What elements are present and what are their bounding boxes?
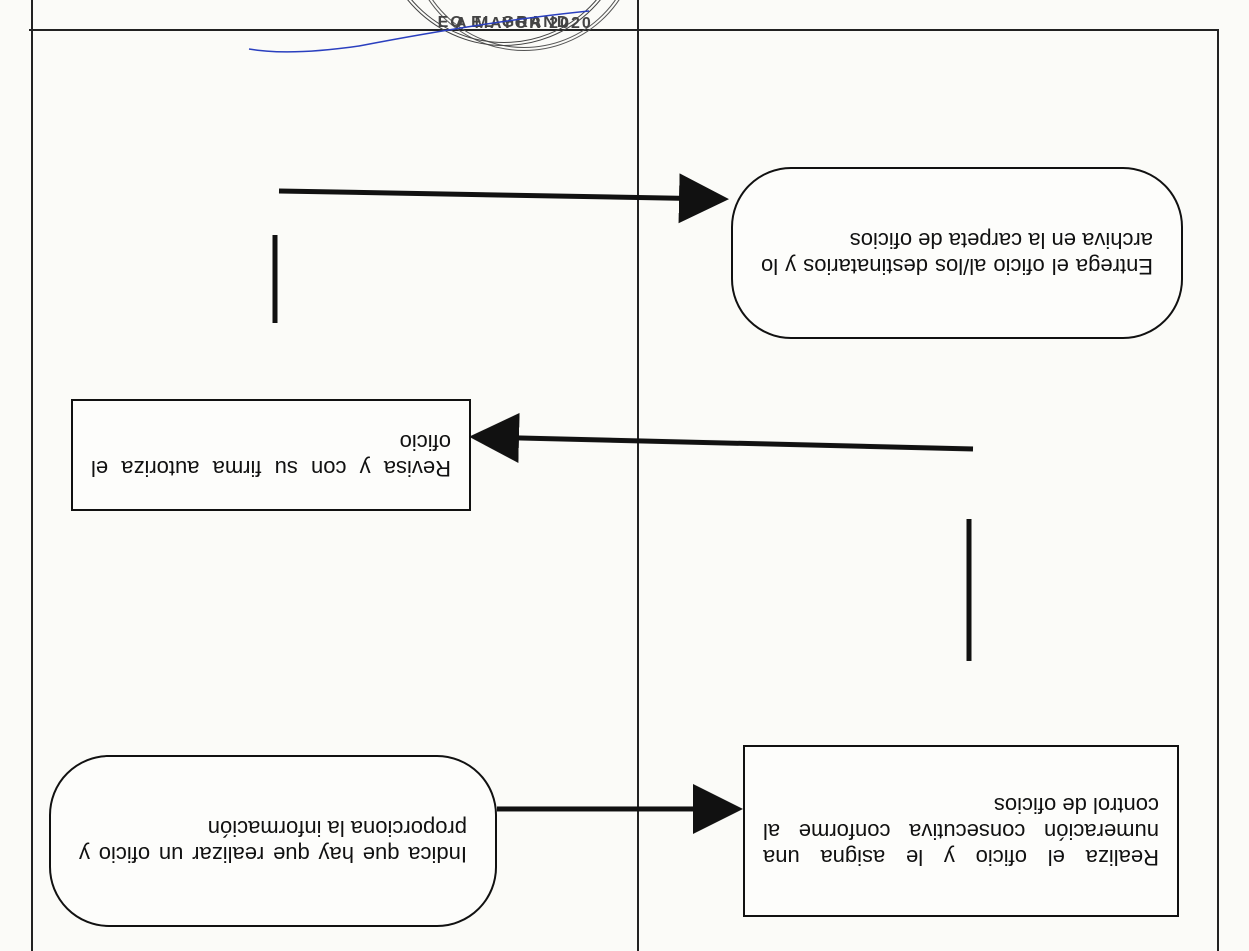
arrow-realiza-to-revisa (469, 412, 974, 463)
arrow-revisa-to-entrega (278, 173, 729, 224)
signature-stroke (248, 10, 590, 53)
